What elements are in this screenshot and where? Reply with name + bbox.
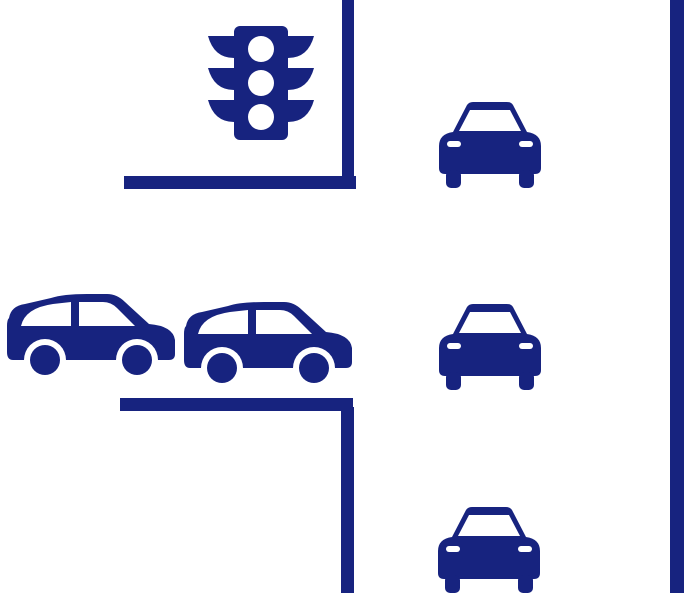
road-edge-right (670, 0, 684, 593)
kerb-bottom-horizontal (120, 398, 353, 411)
car-front-icon (439, 102, 541, 188)
traffic-light-icon (208, 26, 314, 140)
kerb-bottom-vertical (341, 407, 354, 593)
car-front-icon (439, 304, 541, 390)
car-side-icon (184, 302, 352, 389)
kerb-top-vertical (342, 0, 354, 186)
car-side-icon (7, 294, 175, 381)
car-front-icon (438, 507, 540, 593)
kerb-top-horizontal (124, 176, 356, 189)
road-lines (120, 0, 684, 593)
